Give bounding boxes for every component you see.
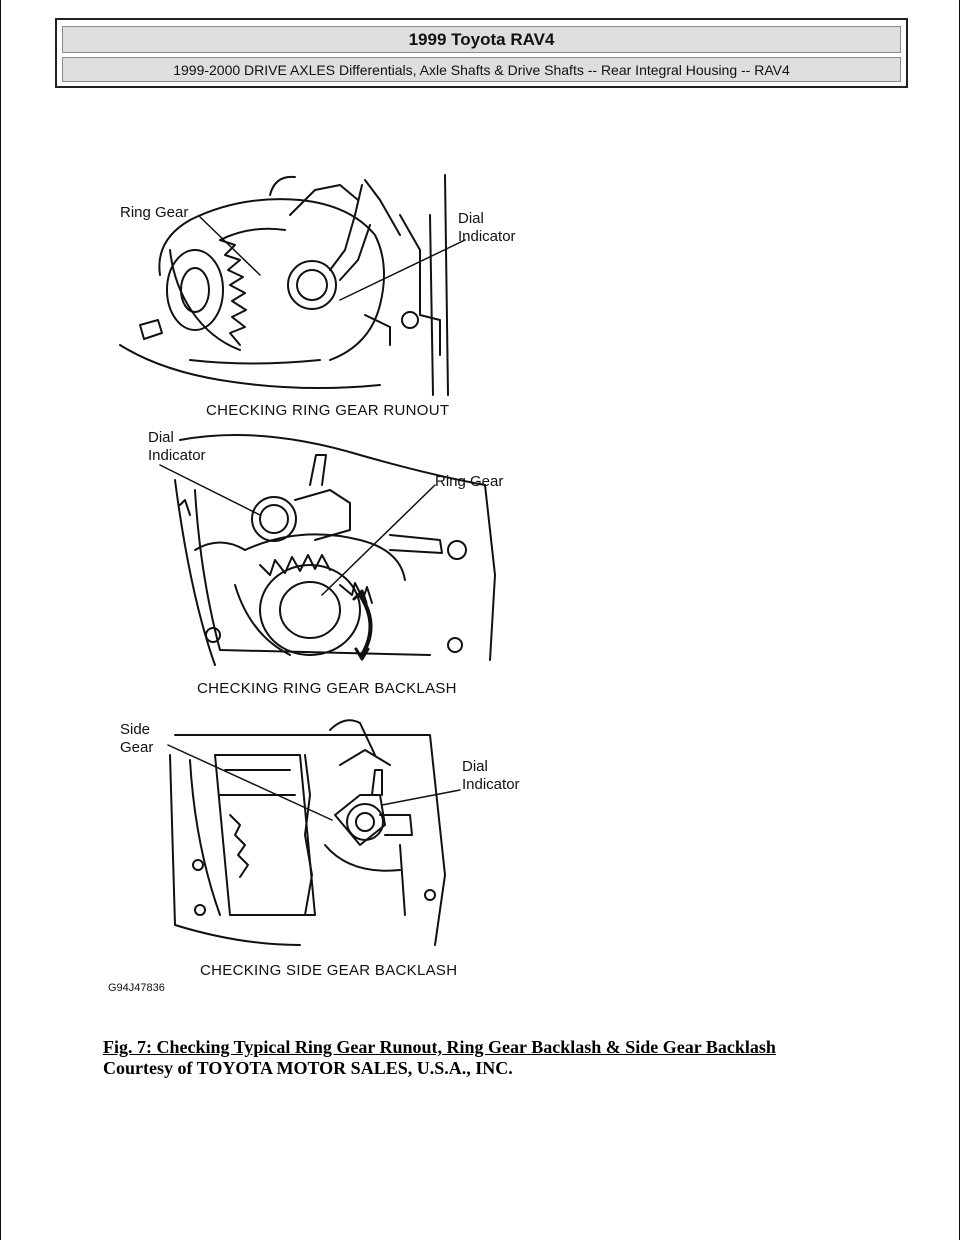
label-backlash-ring-gear: Ring Gear bbox=[435, 473, 503, 490]
panel-runout-drawing bbox=[119, 174, 449, 396]
figure-svg: Ring Gear Dial Indicator CHECKING RING G… bbox=[108, 174, 520, 994]
caption-side-gear-backlash: CHECKING SIDE GEAR BACKLASH bbox=[200, 962, 457, 979]
label-side-dial-line2: Indicator bbox=[462, 776, 520, 793]
header-subtitle: 1999-2000 DRIVE AXLES Differentials, Axl… bbox=[62, 57, 901, 82]
leader-side-gear bbox=[167, 744, 333, 821]
panel-side-backlash-drawing bbox=[169, 719, 446, 946]
leader-runout-dial-indicator bbox=[339, 239, 466, 301]
leader-backlash-ring-gear bbox=[321, 484, 436, 596]
figure-caption: Fig. 7: Checking Typical Ring Gear Runou… bbox=[103, 1037, 923, 1079]
leader-backlash-dial-indicator bbox=[159, 464, 261, 516]
label-backlash-dial-line1: Dial bbox=[148, 429, 174, 446]
leader-runout-ring-gear bbox=[199, 216, 261, 276]
figure-illustration: Ring Gear Dial Indicator CHECKING RING G… bbox=[100, 155, 550, 1005]
label-side-gear-line2: Gear bbox=[120, 739, 153, 756]
caption-ring-gear-runout: CHECKING RING GEAR RUNOUT bbox=[206, 402, 449, 419]
label-runout-dial-line2: Indicator bbox=[458, 228, 516, 245]
label-runout-dial-line1: Dial bbox=[458, 210, 484, 227]
figure-title: Fig. 7: Checking Typical Ring Gear Runou… bbox=[103, 1037, 776, 1057]
label-backlash-dial-line2: Indicator bbox=[148, 447, 206, 464]
label-side-gear-line1: Side bbox=[120, 721, 150, 738]
page-header: 1999 Toyota RAV4 1999-2000 DRIVE AXLES D… bbox=[55, 18, 908, 88]
header-title: 1999 Toyota RAV4 bbox=[62, 26, 901, 53]
figure-code: G94J47836 bbox=[108, 982, 165, 994]
label-runout-ring-gear: Ring Gear bbox=[120, 204, 188, 221]
caption-ring-gear-backlash: CHECKING RING GEAR BACKLASH bbox=[197, 680, 457, 697]
figure-credit: Courtesy of TOYOTA MOTOR SALES, U.S.A., … bbox=[103, 1058, 513, 1078]
label-side-dial-line1: Dial bbox=[462, 758, 488, 775]
panel-ring-backlash-drawing bbox=[174, 434, 496, 666]
leader-side-dial-indicator bbox=[381, 789, 461, 806]
